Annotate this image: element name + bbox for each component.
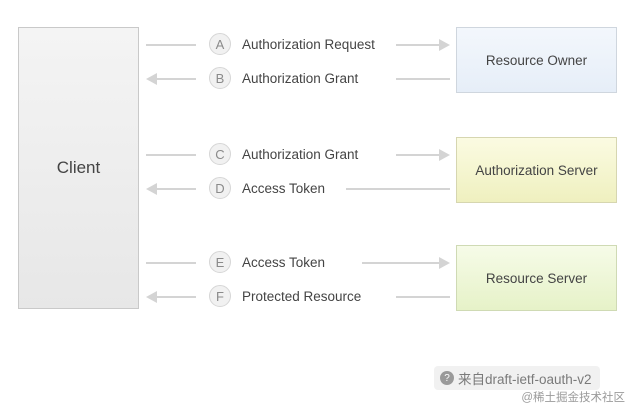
- arrow-left-icon: [146, 291, 157, 303]
- arrow-right-icon: [439, 39, 450, 51]
- arrow-line: [146, 44, 196, 46]
- step-c-arrow: C Authorization Grant: [0, 143, 635, 167]
- arrow-line: [146, 154, 196, 156]
- arrow-left-icon: [146, 183, 157, 195]
- arrow-line: [396, 154, 439, 156]
- authorization-server-box: Authorization Server: [456, 137, 617, 203]
- step-e-arrow: E Access Token: [0, 251, 635, 275]
- step-d-badge: D: [209, 177, 231, 199]
- step-a-label: Authorization Request: [242, 37, 375, 52]
- arrow-line: [346, 188, 450, 190]
- step-b-label: Authorization Grant: [242, 71, 359, 86]
- step-c-badge: C: [209, 143, 231, 165]
- arrow-line: [396, 296, 450, 298]
- step-e-badge: E: [209, 251, 231, 273]
- arrow-right-icon: [439, 149, 450, 161]
- resource-owner-label: Resource Owner: [485, 52, 588, 68]
- client-label: Client: [56, 158, 101, 177]
- step-e-label: Access Token: [242, 255, 326, 270]
- arrow-line: [157, 188, 196, 190]
- step-f-arrow: F Protected Resource: [0, 285, 635, 309]
- arrow-right-icon: [439, 257, 450, 269]
- step-c-label: Authorization Grant: [242, 147, 359, 162]
- step-f-badge: F: [209, 285, 231, 307]
- arrow-line: [157, 78, 196, 80]
- resource-owner-box: Resource Owner: [456, 27, 617, 93]
- arrow-line: [362, 262, 439, 264]
- arrow-left-icon: [146, 73, 157, 85]
- client-box: Client: [18, 27, 139, 309]
- watermark-text: 来自draft-ietf-oauth-v2: [458, 372, 592, 387]
- source-watermark[interactable]: ? 来自draft-ietf-oauth-v2: [434, 366, 600, 390]
- step-b-badge: B: [209, 67, 231, 89]
- step-a-arrow: A Authorization Request: [0, 33, 635, 57]
- authorization-server-label: Authorization Server: [475, 162, 598, 178]
- arrow-line: [157, 296, 196, 298]
- credit-text: @稀土掘金技术社区: [521, 392, 625, 404]
- arrow-line: [396, 44, 439, 46]
- step-f-label: Protected Resource: [242, 289, 362, 304]
- arrow-line: [396, 78, 450, 80]
- arrow-line: [146, 262, 196, 264]
- step-d-arrow: D Access Token: [0, 177, 635, 201]
- step-d-label: Access Token: [242, 181, 326, 196]
- question-icon: ?: [440, 371, 454, 385]
- resource-server-box: Resource Server: [456, 245, 617, 311]
- resource-server-label: Resource Server: [485, 270, 588, 286]
- step-a-badge: A: [209, 33, 231, 55]
- step-b-arrow: B Authorization Grant: [0, 67, 635, 91]
